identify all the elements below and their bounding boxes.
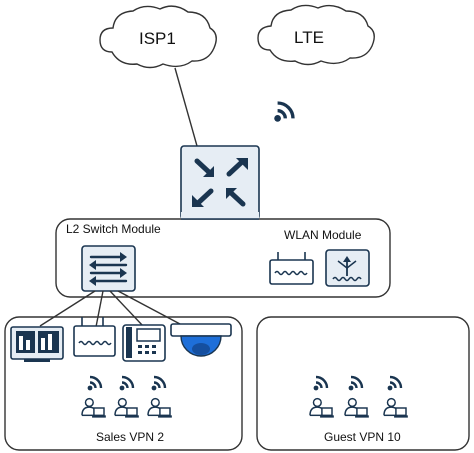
lte-label: LTE (294, 28, 324, 47)
l2-switch-module-label: L2 Switch Module (66, 222, 161, 236)
isp1-label: ISP1 (139, 29, 176, 48)
camera-icon (170, 323, 232, 357)
switch-icon (81, 245, 136, 292)
wlan-module-label: WLAN Module (284, 228, 362, 242)
lte-cloud (257, 4, 375, 66)
isp1-router-link (174, 67, 198, 147)
access-point-icon (269, 252, 314, 285)
wireless-controller-icon (325, 249, 370, 287)
wifi-icon (272, 101, 295, 124)
ip-phone-icon (122, 324, 166, 362)
router-icon (180, 145, 260, 220)
monitor-icon (10, 326, 64, 362)
isp1-cloud (99, 5, 217, 69)
access-point-icon (73, 317, 116, 357)
switch-links (39, 290, 181, 333)
sales-vpn-label: Sales VPN 2 (96, 430, 165, 444)
guest-vpn-container (256, 316, 470, 451)
guest-vpn-label: Guest VPN 10 (324, 430, 401, 444)
